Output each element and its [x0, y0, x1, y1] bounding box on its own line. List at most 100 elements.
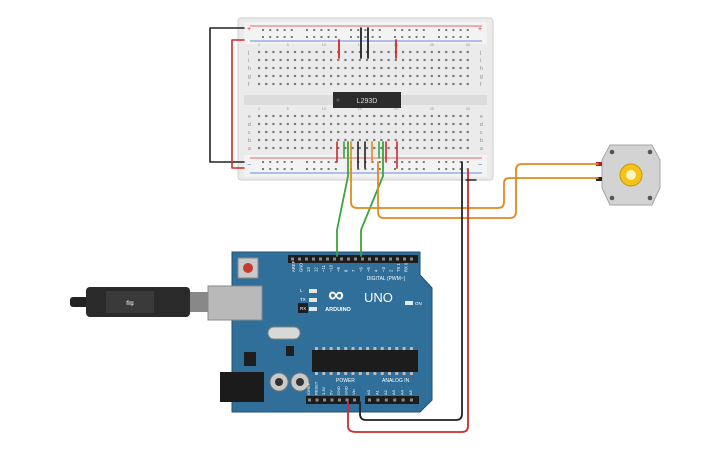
row-letter: i [248, 58, 249, 64]
analog-pin-label: A3 [391, 389, 396, 395]
row-letter: b [480, 138, 483, 144]
l293d-chip[interactable]: L293D [333, 92, 401, 108]
digital-pin-label: TX 1 [396, 262, 401, 272]
analog-pin-label: A4 [400, 389, 405, 395]
power-pin-label: 3.3V [321, 386, 326, 395]
crystal [267, 326, 301, 340]
analog-pin-label: A2 [383, 389, 388, 395]
power-label: POWER [336, 378, 355, 384]
top-power-rail [244, 22, 487, 44]
row-letter: g [480, 74, 483, 80]
row-letter: a [480, 146, 483, 152]
reset-button-cap[interactable] [243, 263, 253, 273]
led-label: L [300, 288, 303, 293]
digital-pin-label: 7 [351, 269, 356, 272]
status-led [309, 307, 317, 311]
dc-motor[interactable] [596, 144, 661, 206]
digital-pin-label: 12 [314, 267, 319, 272]
arduino-logo-icon: ∞ [328, 282, 344, 307]
rail-plus-label-right: + [478, 26, 482, 33]
column-number: 30 [466, 42, 471, 47]
power-pin-label: GND [344, 386, 349, 395]
chip-label: L293D [357, 98, 378, 105]
on-led [405, 301, 413, 305]
row-letter: d [248, 122, 251, 128]
digital-header-label: DIGITAL (PWM~) [367, 276, 406, 282]
digital-pin-label: 4 [374, 269, 379, 272]
arduino-model: UNO [364, 290, 393, 305]
usb-cable [70, 297, 88, 307]
row-letter: e [248, 114, 251, 120]
wire-motor-2[interactable] [377, 161, 599, 219]
digital-pin-label: ~10 [329, 264, 334, 272]
power-pin-label: IOREF [306, 382, 311, 395]
digital-pin-label: ~9 [336, 267, 341, 272]
digital-pin-label: GND [299, 263, 304, 272]
digital-pin-label: 2 [389, 269, 394, 272]
wires [209, 27, 599, 433]
column-number: 1 [258, 106, 261, 111]
column-number: 30 [466, 106, 471, 111]
chip-body [333, 92, 401, 108]
row-letter: h [248, 66, 251, 72]
led-label: TX [300, 297, 306, 302]
row-letter: d [480, 122, 483, 128]
wire-signal-2[interactable] [360, 141, 384, 257]
column-number: 20 [394, 106, 399, 111]
row-letter: c [480, 130, 483, 136]
rail-plus-label: + [247, 26, 251, 33]
power-jack [220, 372, 264, 402]
digital-pin-label: 13 [306, 267, 311, 272]
power-header[interactable] [306, 396, 419, 404]
row-letter: j [247, 50, 249, 56]
column-number: 5 [287, 106, 290, 111]
row-letter: e [480, 114, 483, 120]
column-number: 15 [358, 106, 363, 111]
digital-pin-label: ~6 [359, 267, 364, 272]
digital-header[interactable] [288, 255, 418, 263]
digital-pin-label: ~11 [321, 265, 326, 272]
wire-5v[interactable] [347, 169, 469, 433]
analog-pin-label: A5 [408, 389, 413, 395]
row-letter: h [480, 66, 483, 72]
on-label: ON [415, 301, 422, 306]
wire-motor-1[interactable] [350, 161, 599, 209]
status-led [309, 289, 317, 293]
power-pin-label: 5V [329, 390, 334, 395]
analog-pin-label: A1 [374, 389, 379, 395]
wire-signal-1[interactable] [336, 141, 349, 257]
digital-pin-label: ~5 [366, 267, 371, 272]
digital-pin-label: ~3 [381, 267, 386, 272]
led-label: RX [300, 306, 306, 311]
wire-ground[interactable] [359, 161, 463, 421]
column-number: 1 [258, 42, 261, 47]
usb-chip [298, 303, 308, 313]
row-letter: f [480, 82, 482, 88]
wire-rail-red[interactable] [231, 39, 245, 169]
status-leds: L TX RX [300, 288, 317, 311]
atmega-chip [312, 350, 418, 372]
column-number: 25 [430, 42, 435, 47]
column-number: 25 [430, 106, 435, 111]
power-pin-label: RESET [314, 381, 319, 395]
row-letter: g [248, 74, 251, 80]
rail-minus-label-right: − [478, 162, 482, 169]
analog-pin-label: A0 [366, 389, 371, 395]
arduino-brand-text: ARDUINO [325, 307, 351, 313]
wire-rail-black[interactable] [209, 27, 245, 163]
row-letter: i [480, 58, 481, 64]
regulator [244, 352, 256, 366]
row-letter: a [248, 146, 251, 152]
column-number: 10 [322, 42, 327, 47]
digital-pin-label: RX 0 [404, 262, 409, 272]
row-letter: j [479, 50, 481, 56]
power-pin-label: Vin [351, 389, 356, 395]
digital-pin-label: 8 [344, 269, 349, 272]
status-led [309, 298, 317, 302]
row-letter: b [248, 138, 251, 144]
analog-label: ANALOG IN [382, 378, 410, 384]
